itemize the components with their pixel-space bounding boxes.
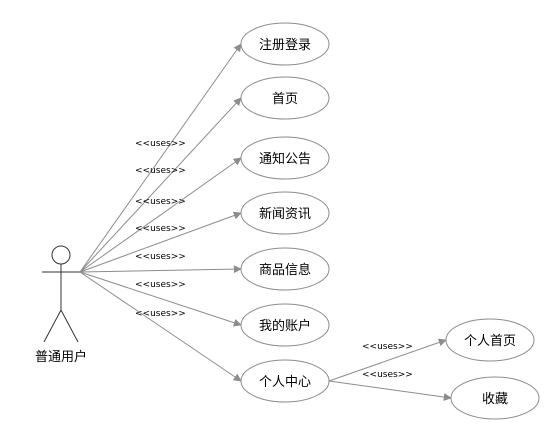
use-case-ellipse <box>240 191 330 235</box>
actor[interactable]: 普通用户 <box>35 245 87 365</box>
relation-label-product-info: <<uses>> <box>135 252 186 262</box>
use-case-ellipse <box>450 376 540 420</box>
relation-label-register-login: <<uses>> <box>135 139 186 149</box>
use-case-label: 新闻资讯 <box>259 206 311 222</box>
relation-line-notice <box>79 157 242 273</box>
use-case-ellipse <box>445 318 535 362</box>
relation-labels: <<uses>> <<uses>> <<uses>> <<uses>> <<us… <box>135 139 413 380</box>
use-case-favorites[interactable]: 收藏 <box>450 376 540 420</box>
use-case-personal-center[interactable]: 个人中心 <box>240 359 330 403</box>
actor-left-leg <box>43 309 62 343</box>
use-case-register-login[interactable]: 注册登录 <box>240 22 330 66</box>
use-case-label: 首页 <box>272 92 298 107</box>
use-case-label: 通知公告 <box>259 151 311 167</box>
use-case-ellipse <box>240 136 330 180</box>
use-case-personal-home[interactable]: 个人首页 <box>445 318 535 362</box>
use-case-label: 个人首页 <box>464 334 516 349</box>
use-case-label: 收藏 <box>482 392 508 407</box>
use-case-home[interactable]: 首页 <box>240 76 330 120</box>
use-case-ellipse <box>240 359 330 403</box>
use-case-ellipse <box>240 303 330 347</box>
use-case-my-account[interactable]: 我的账户 <box>240 303 330 347</box>
relation-label-personal-center: <<uses>> <box>135 309 186 319</box>
actor-head-icon <box>51 245 71 265</box>
relation-label-news: <<uses>> <box>135 224 186 234</box>
relation-line-news <box>79 211 242 273</box>
use-case-notice[interactable]: 通知公告 <box>240 136 330 180</box>
relation-line-my-account <box>79 271 242 327</box>
use-case-label: 个人中心 <box>259 375 311 390</box>
relations <box>79 43 452 401</box>
relation-label-home: <<uses>> <box>135 166 186 176</box>
relation-label-favorites: <<uses>> <box>362 370 413 380</box>
relation-line-product-info <box>79 265 242 274</box>
use-case-ellipse <box>240 76 330 120</box>
use-case-label: 我的账户 <box>259 318 311 334</box>
relation-label-notice: <<uses>> <box>135 197 186 207</box>
relation-line-favorites <box>328 380 452 401</box>
relation-label-my-account: <<uses>> <box>135 280 186 290</box>
use-case-ellipse <box>240 247 330 291</box>
relation-line-personal-home <box>328 338 447 382</box>
actor-label: 普通用户 <box>35 349 87 365</box>
relation-line-home <box>79 97 242 273</box>
relation-label-personal-home: <<uses>> <box>362 342 413 352</box>
use-case-ellipse <box>240 22 330 66</box>
use-case-label: 注册登录 <box>259 38 311 53</box>
use-case-label: 商品信息 <box>259 262 311 278</box>
use-case-news[interactable]: 新闻资讯 <box>240 191 330 235</box>
relation-line-register-login <box>79 43 242 273</box>
use-case-product-info[interactable]: 商品信息 <box>240 247 330 291</box>
actor-right-leg <box>60 309 79 343</box>
relation-line-personal-center <box>79 271 242 382</box>
